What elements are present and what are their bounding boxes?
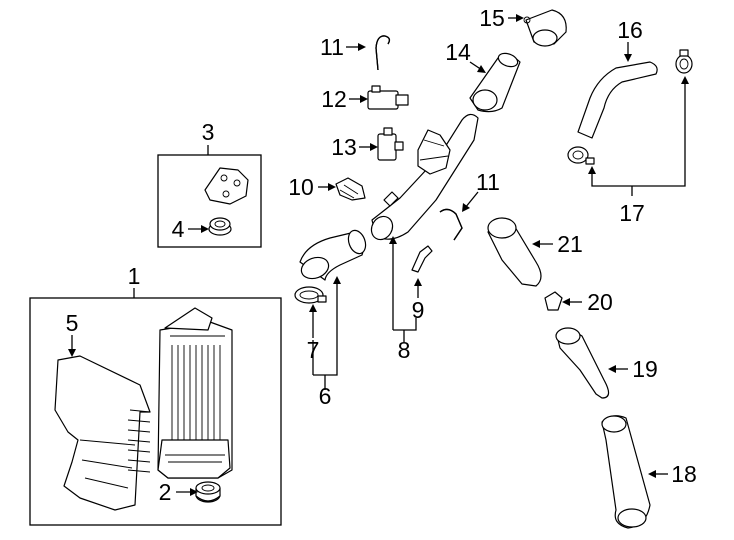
part-small-sensor bbox=[544, 291, 563, 311]
part-clip bbox=[335, 177, 366, 201]
callout-1: 1 bbox=[128, 263, 141, 289]
part-sensor bbox=[377, 127, 404, 161]
callout-10: 10 bbox=[288, 174, 314, 200]
part-hose-21 bbox=[487, 217, 542, 287]
callout-13: 13 bbox=[331, 134, 357, 160]
group-box-1 bbox=[29, 297, 282, 526]
part-hose-14 bbox=[469, 52, 521, 113]
group-box-3 bbox=[157, 154, 262, 248]
part-bent-hose bbox=[577, 61, 658, 139]
leader-lines bbox=[68, 14, 689, 496]
callout-14: 14 bbox=[445, 39, 471, 65]
part-intake-pipe bbox=[370, 113, 479, 241]
callout-6: 6 bbox=[319, 383, 332, 409]
part-hose-19 bbox=[555, 327, 610, 399]
part-small-hose bbox=[411, 245, 433, 273]
part-air-duct bbox=[54, 355, 151, 511]
callout-8: 8 bbox=[398, 337, 411, 363]
callout-16: 16 bbox=[617, 17, 643, 43]
part-elbow-hose bbox=[299, 229, 367, 281]
callout-5: 5 bbox=[66, 310, 79, 336]
part-clamp-17-upper bbox=[675, 49, 693, 74]
callout-21: 21 bbox=[557, 231, 583, 257]
callout-9: 9 bbox=[412, 297, 425, 323]
callout-7: 7 bbox=[307, 337, 320, 363]
callout-3: 3 bbox=[202, 119, 215, 145]
callout-18: 18 bbox=[671, 461, 697, 487]
part-throttle-adapter bbox=[523, 9, 567, 47]
part-long-hose bbox=[601, 415, 651, 529]
part-small-grommet bbox=[208, 217, 232, 236]
part-grommet bbox=[195, 481, 221, 503]
part-solenoid-valve bbox=[367, 85, 409, 110]
callout-11-lower: 11 bbox=[476, 169, 500, 195]
callout-19: 19 bbox=[632, 356, 658, 382]
part-clamp-7 bbox=[294, 286, 327, 304]
callout-17: 17 bbox=[619, 200, 645, 226]
callout-4: 4 bbox=[172, 216, 185, 242]
part-bracket bbox=[204, 167, 249, 205]
part-curved-hose-lower bbox=[439, 208, 463, 241]
callout-15: 15 bbox=[479, 5, 505, 31]
callout-2: 2 bbox=[159, 479, 172, 505]
callout-12: 12 bbox=[321, 86, 347, 112]
callout-11-upper: 11 bbox=[320, 34, 344, 60]
part-clamp-17-lower bbox=[567, 146, 595, 165]
part-intercooler bbox=[157, 307, 233, 479]
part-hook-hose-upper bbox=[375, 35, 391, 71]
callout-20: 20 bbox=[587, 289, 613, 315]
